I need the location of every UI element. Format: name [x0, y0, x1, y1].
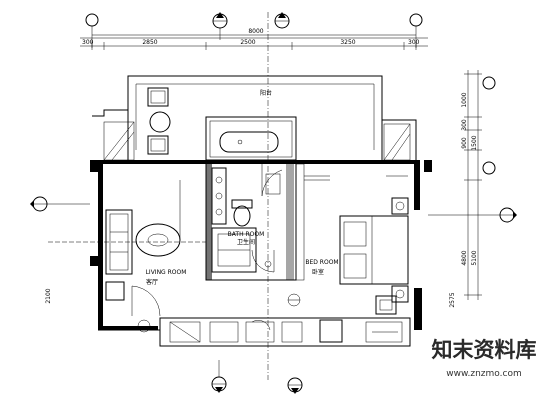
nightstand-top — [391, 197, 409, 215]
walls — [90, 160, 432, 331]
balcony-table-1 — [149, 111, 171, 133]
dim-right-3: 900 — [461, 137, 468, 149]
bottom-closet-strip — [159, 317, 411, 347]
toilet — [231, 199, 253, 227]
bottom-right-luggage — [375, 295, 397, 315]
balcony-chair-2 — [147, 135, 169, 155]
dim-right-bottom: 2575 — [449, 292, 456, 307]
balcony-outline — [127, 75, 383, 160]
watermark: 知末资料库 www.znzmo.com — [432, 338, 537, 379]
bedroom-tv-wall — [295, 163, 305, 281]
living-label-cn: 客厅 — [146, 278, 158, 286]
dim-top-seg-2: 2850 — [142, 39, 157, 46]
axis-bubble-right-upper — [482, 76, 496, 90]
bath-tub-enclosure — [205, 116, 297, 162]
watermark-url: www.znzmo.com — [446, 369, 521, 379]
section-marker-top-left — [212, 12, 228, 40]
bath-label: BATH ROOM — [228, 231, 265, 238]
dim-right-lower-2: 5100 — [471, 250, 478, 265]
wardrobe — [211, 227, 257, 273]
elevation-marker-right — [428, 207, 517, 223]
living-divider-line — [48, 180, 206, 243]
right-bay — [382, 119, 417, 161]
bed — [339, 215, 409, 285]
section-marker-bottom-left — [211, 360, 227, 393]
bed-label-cn: 卧室 — [312, 268, 324, 276]
elevation-marker-left — [30, 196, 90, 212]
balcony-label: 阳台 — [260, 89, 272, 97]
nightstand-bottom — [391, 285, 409, 303]
section-marker-top-right — [267, 12, 290, 380]
floor-marker-small — [287, 293, 301, 307]
bedroom-window-lines — [304, 175, 408, 181]
top-dimension-chain — [80, 34, 428, 50]
bathroom-entry-door — [251, 249, 275, 273]
left-bay — [92, 109, 135, 161]
dim-right-1: 1000 — [461, 92, 468, 107]
bathroom-partition — [205, 159, 297, 281]
dim-right-2: 300 — [461, 119, 468, 131]
axis-bubble-right-lower — [482, 161, 496, 175]
dim-top-seg-3: 2500 — [240, 39, 255, 46]
dim-right-4: 1500 — [471, 135, 478, 150]
bed-label: BED ROOM — [305, 259, 338, 266]
watermark-title: 知末资料库 — [432, 338, 537, 362]
dim-top-seg-5: 300 — [408, 39, 420, 46]
dim-top-seg-4: 3250 — [340, 39, 355, 46]
section-marker-bottom-right — [287, 377, 303, 394]
coffee-table — [135, 223, 181, 257]
vanity-counter — [211, 167, 227, 225]
shower-door — [261, 164, 283, 197]
living-label: LIVING ROOM — [146, 269, 187, 276]
balcony-chair-1 — [147, 87, 169, 107]
armchair-lower — [105, 281, 125, 301]
dim-right-lower-1: 4800 — [461, 250, 468, 265]
dim-left-bottom: 2100 — [45, 288, 52, 303]
dim-top-seg-1: 300 — [82, 39, 94, 46]
dim-top-total: 8000 — [248, 28, 263, 35]
right-dimension-chain — [464, 70, 482, 300]
bath-label-cn: 卫生间 — [237, 238, 255, 246]
entry-door — [131, 285, 161, 333]
